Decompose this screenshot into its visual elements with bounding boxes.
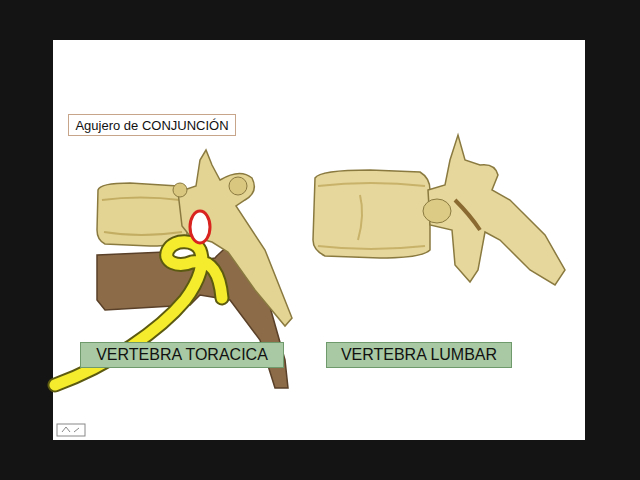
vertebral-arch (178, 150, 292, 326)
lumbar-body (313, 170, 430, 258)
articular-process (423, 199, 451, 223)
slide (53, 40, 585, 440)
player-icon (57, 424, 85, 436)
bone-shading (455, 200, 480, 230)
node-label: VERTEBRA LUMBAR (341, 346, 497, 364)
title-band: VERTEBRA TORACICA (80, 342, 284, 368)
label-box: Agujero de CONJUNCIÓN (68, 114, 236, 136)
title-band: VERTEBRA LUMBAR (326, 342, 512, 368)
player-icon (62, 427, 79, 432)
bone-shading (318, 183, 425, 249)
node-label: VERTEBRA TORACICA (96, 346, 268, 364)
costal-facet (229, 177, 247, 195)
node-label: Agujero de CONJUNCIÓN (75, 118, 228, 133)
costal-facet (173, 183, 187, 197)
foramen-marker (190, 211, 210, 243)
bone-shading (102, 198, 182, 236)
